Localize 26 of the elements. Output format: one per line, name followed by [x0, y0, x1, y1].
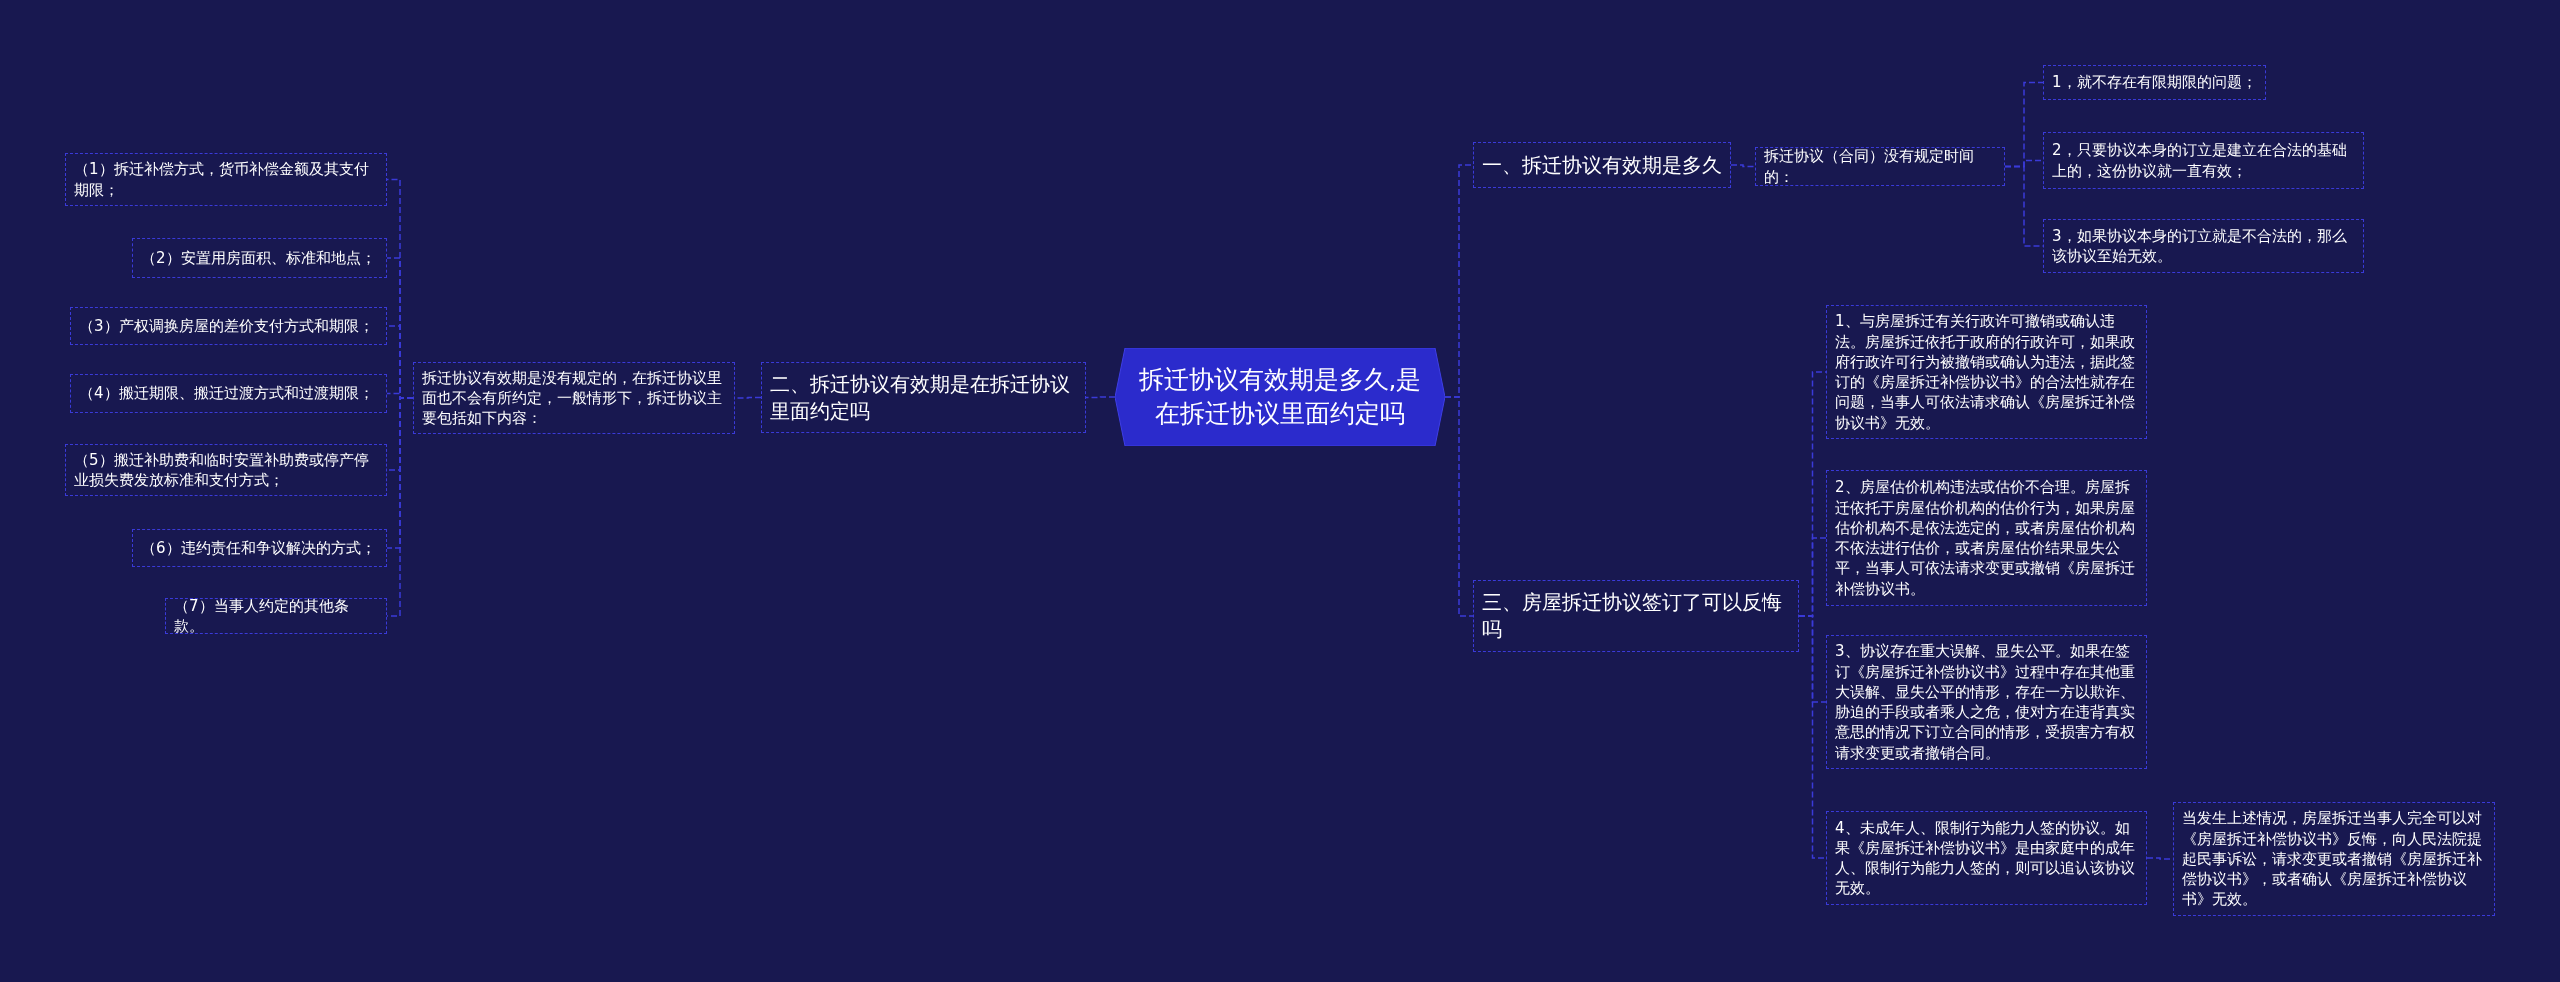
connector-line — [1798, 615, 1827, 859]
text-box: 4、未成年人、限制行为能力人签的协议。如果《房屋拆迁补偿协议书》是由家庭中的成年人、限制行为能力人签的，则可以追认该协议无效。 — [1826, 811, 2147, 905]
text-box: （4）搬迁期限、搬迁过渡方式和过渡期限； — [70, 374, 387, 413]
connector-line — [1444, 396, 1474, 617]
text-box: 3，如果协议本身的订立就是不合法的，那么该协议至始无效。 — [2043, 219, 2364, 273]
text-box: 拆迁协议（合同）没有规定时间的： — [1755, 147, 2005, 186]
text-box: （2）安置用房面积、标准和地点； — [132, 238, 387, 278]
text-box: 当发生上述情况，房屋拆迁当事人完全可以对《房屋拆迁补偿协议书》反悔，向人民法院提起民事诉讼，请求变更或者撤销《房屋拆迁补偿协议书》，或者确认《房屋拆迁补偿协议书》无效。 — [2173, 802, 2495, 916]
text-box: （7）当事人约定的其他条款。 — [165, 598, 387, 634]
connector-line — [1730, 164, 1756, 168]
text-box: 1、与房屋拆迁有关行政许可撤销或确认违法。房屋拆迁依托于政府的行政许可，如果政府行政许可行为被撤销或确认为违法，据此签订的《房屋拆迁补偿协议书》的合法性就存在问题，当事人可依法请求确认《房屋拆迁补偿协议书》无效。 — [1826, 305, 2147, 439]
text-box: 1，就不存在有限期限的问题； — [2043, 65, 2266, 100]
text-box: 3、协议存在重大误解、显失公平。如果在签订《房屋拆迁补偿协议书》过程中存在其他重大误解、显失公平的情形，存在一方以欺诈、胁迫的手段或者乘人之危，使对方在违背真实意思的情况下订立合同的情形，受损害方有权请求变更或者撤销合同。 — [1826, 635, 2147, 769]
connector-line — [1085, 396, 1116, 399]
text-box: （5）搬迁补助费和临时安置补助费或停产停业损失费发放标准和支付方式； — [65, 444, 387, 496]
text-box: （6）违约责任和争议解决的方式； — [132, 529, 387, 567]
text-box: 拆迁协议有效期是没有规定的，在拆迁协议里面也不会有所约定，一般情形下，拆迁协议主要包括如下内容： — [413, 362, 735, 434]
text-box: 2，只要协议本身的订立是建立在合法的基础上的，这份协议就一直有效； — [2043, 132, 2364, 189]
text-box: 2、房屋估价机构违法或估价不合理。房屋拆迁依托于房屋估价机构的估价行为，如果房屋估价机构不是依法选定的，或者房屋估价机构不依法进行估价，或者房屋估价结果显失公平，当事人可依法请求变更或撤销《房屋拆迁补偿协议书。 — [1826, 470, 2147, 606]
central-topic-box: 拆迁协议有效期是多久,是在拆迁协议里面约定吗 — [1115, 348, 1445, 446]
text-box: （3）产权调换房屋的差价支付方式和期限； — [70, 307, 387, 345]
topic-box: 二、拆迁协议有效期是在拆迁协议里面约定吗 — [761, 362, 1086, 433]
topic-box: 一、拆迁协议有效期是多久 — [1473, 142, 1731, 188]
text-box: （1）拆迁补偿方式，货币补偿金额及其支付期限； — [65, 153, 387, 206]
connector-line — [386, 397, 414, 617]
topic-box: 三、房屋拆迁协议签订了可以反悔吗 — [1473, 580, 1799, 652]
